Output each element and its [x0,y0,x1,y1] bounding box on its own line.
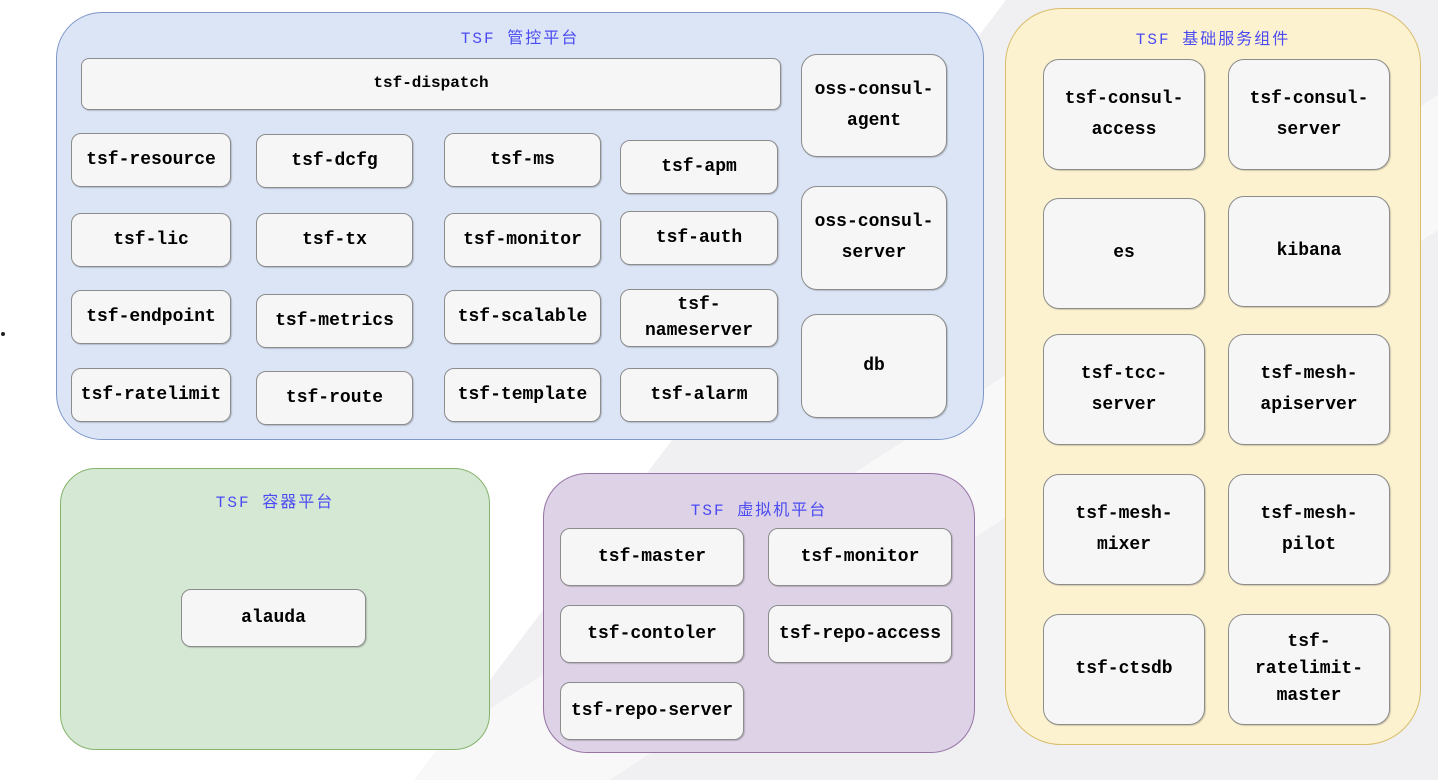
panel-container-platform: TSF 容器平台 alauda [60,468,490,750]
node-tsf-repo-access: tsf-repo-access [768,605,952,663]
panel-base-services: TSF 基础服务组件 tsf-consul- access tsf-consul… [1005,8,1421,745]
node-oss-consul-server: oss-consul- server [801,186,947,290]
node-tsf-consul-server: tsf-consul- server [1228,59,1390,170]
node-tsf-contoler: tsf-contoler [560,605,744,663]
node-tsf-dcfg: tsf-dcfg [256,134,413,188]
panel-control-title: TSF 管控平台 [460,30,580,48]
node-tsf-endpoint: tsf-endpoint [71,290,231,344]
node-tsf-mesh-apiserver: tsf-mesh- apiserver [1228,334,1390,445]
node-tsf-route: tsf-route [256,371,413,425]
stray-dot [1,332,5,336]
node-tsf-auth: tsf-auth [620,211,778,265]
node-alauda: alauda [181,589,366,647]
panel-vm-platform: TSF 虚拟机平台 tsf-master tsf-monitor tsf-con… [543,473,975,753]
node-tsf-dispatch: tsf-dispatch [81,58,781,110]
panel-control-platform: TSF 管控平台 tsf-dispatch oss-consul- agent … [56,12,984,440]
node-tsf-consul-access: tsf-consul- access [1043,59,1205,170]
node-oss-consul-agent: oss-consul- agent [801,54,947,157]
node-tsf-ms: tsf-ms [444,133,601,187]
node-tsf-alarm: tsf-alarm [620,368,778,422]
node-tsf-ratelimit-master: tsf- ratelimit- master [1228,614,1390,725]
node-tsf-apm: tsf-apm [620,140,778,194]
node-tsf-template: tsf-template [444,368,601,422]
panel-base-title: TSF 基础服务组件 [1135,31,1291,49]
node-tsf-monitor: tsf-monitor [444,213,601,267]
node-tsf-lic: tsf-lic [71,213,231,267]
node-tsf-ratelimit: tsf-ratelimit [71,368,231,422]
node-tsf-resource: tsf-resource [71,133,231,187]
node-tsf-mesh-pilot: tsf-mesh- pilot [1228,474,1390,585]
node-tsf-tcc-server: tsf-tcc- server [1043,334,1205,445]
node-tsf-metrics: tsf-metrics [256,294,413,348]
node-es: es [1043,198,1205,309]
panel-container-title: TSF 容器平台 [215,494,335,512]
node-tsf-ctsdb: tsf-ctsdb [1043,614,1205,725]
node-tsf-monitor-vm: tsf-monitor [768,528,952,586]
node-tsf-tx: tsf-tx [256,213,413,267]
node-kibana: kibana [1228,196,1390,307]
node-db: db [801,314,947,418]
node-tsf-nameserver: tsf- nameserver [620,289,778,347]
panel-vm-title: TSF 虚拟机平台 [690,502,828,520]
node-tsf-master: tsf-master [560,528,744,586]
node-tsf-mesh-mixer: tsf-mesh- mixer [1043,474,1205,585]
node-tsf-repo-server: tsf-repo-server [560,682,744,740]
node-tsf-scalable: tsf-scalable [444,290,601,344]
